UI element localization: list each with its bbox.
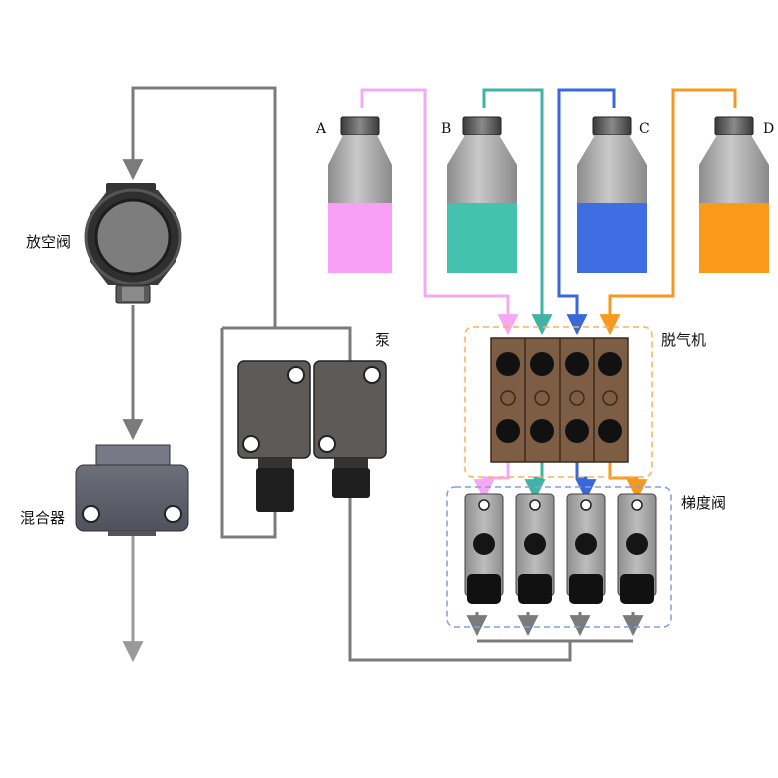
bottle-body (328, 116, 392, 273)
gradient-valve-1 (464, 493, 504, 604)
gradient-valve-label: 梯度阀 (681, 494, 727, 512)
gradient-valves (446, 486, 672, 628)
bottle-c-label: C (639, 121, 650, 137)
mixer (75, 444, 189, 536)
pump-to-vent-line (122, 86, 277, 328)
mixer-label: 混合器 (20, 509, 66, 527)
bottle-d-label: D (763, 121, 775, 137)
line-d-to-degasser (599, 88, 737, 336)
line-a-to-degasser (360, 88, 519, 336)
bottle-b (447, 116, 517, 273)
bottle-a-label: A (316, 121, 327, 137)
gradient-valve-2 (515, 493, 555, 604)
degasser-label: 脱气机 (661, 331, 707, 349)
bottle-a (328, 116, 392, 273)
vent-valve-label: 放空阀 (26, 233, 72, 251)
bottle-b-label: B (441, 121, 452, 137)
line-b-to-degasser (482, 88, 553, 336)
bottle-b-liquid (447, 203, 517, 273)
gradient-outline (446, 486, 672, 628)
bottle-d-liquid (699, 203, 769, 273)
line-c-to-valve (575, 462, 597, 501)
bottle-c (577, 116, 647, 273)
vent-valve (84, 183, 182, 304)
gray-tubing (122, 86, 644, 662)
line-c-to-degasser (557, 88, 616, 336)
gradient-valve-4 (617, 493, 657, 604)
gradient-collector-line (348, 498, 572, 662)
line-a-to-valve (473, 462, 510, 501)
pump-left (237, 360, 311, 512)
degasser (464, 326, 653, 478)
bottle-d (699, 116, 769, 273)
pump-label: 泵 (375, 331, 391, 349)
bottle-c-liquid (577, 203, 647, 273)
degasser-outline (464, 326, 653, 478)
pump-right (313, 360, 387, 498)
pump-loop-lower (220, 328, 277, 539)
bottle-a-liquid (328, 203, 392, 273)
line-b-to-valve (524, 462, 546, 501)
line-d-to-valve (608, 462, 648, 501)
gradient-valve-3 (566, 493, 606, 604)
solvent-lines (360, 88, 737, 501)
pump-loop-line (222, 326, 352, 362)
